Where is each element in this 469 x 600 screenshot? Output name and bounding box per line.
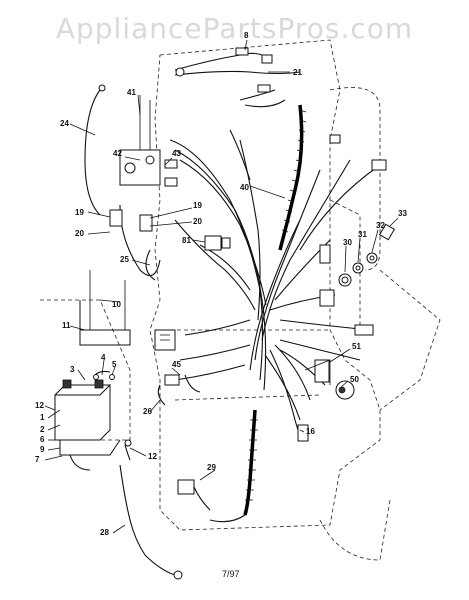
- callout-3: 3: [70, 365, 75, 374]
- callout-26: 26: [143, 407, 152, 416]
- callout-labels: 8 21 41 24 42 43 40 19 20 19 20 81 25 33…: [35, 31, 407, 537]
- callout-20-left: 20: [75, 229, 84, 238]
- callout-8: 8: [244, 31, 249, 40]
- callout-25: 25: [120, 255, 129, 264]
- callout-50: 50: [350, 375, 359, 384]
- callout-33: 33: [398, 209, 407, 218]
- callout-4: 4: [101, 353, 106, 362]
- callout-45: 45: [172, 360, 181, 369]
- connector-8: [174, 47, 301, 77]
- callout-51: 51: [352, 342, 361, 351]
- callout-12-left: 12: [35, 401, 44, 410]
- leader-lines: [44, 39, 399, 534]
- callout-81: 81: [182, 236, 191, 245]
- callout-11: 11: [62, 321, 71, 330]
- callout-16: 16: [306, 427, 315, 436]
- main-wire-bundle: [169, 129, 381, 431]
- date-code: 7/97: [222, 569, 240, 579]
- battery-assembly: [54, 270, 183, 580]
- callout-6: 6: [40, 435, 45, 444]
- callout-7: 7: [35, 455, 40, 464]
- callout-30: 30: [343, 238, 352, 247]
- lower-harness: [157, 374, 309, 523]
- callout-9: 9: [40, 445, 45, 454]
- callout-12-right: 12: [148, 452, 157, 461]
- callout-20-right: 20: [193, 217, 202, 226]
- callout-2: 2: [40, 425, 45, 434]
- callout-32: 32: [376, 221, 385, 230]
- callout-10: 10: [112, 300, 121, 309]
- connector-21: [239, 84, 286, 108]
- callout-43: 43: [172, 149, 181, 158]
- left-components: [84, 84, 231, 281]
- callout-31: 31: [358, 230, 367, 239]
- callout-40: 40: [240, 183, 249, 192]
- frame-outline: [40, 39, 441, 561]
- coiled-harness-40: [278, 104, 307, 251]
- callout-21: 21: [293, 68, 302, 77]
- callout-24: 24: [60, 119, 69, 128]
- callout-28: 28: [100, 528, 109, 537]
- callout-5: 5: [112, 360, 117, 369]
- callout-1: 1: [40, 413, 45, 422]
- callout-41: 41: [127, 88, 136, 97]
- callout-29: 29: [207, 463, 216, 472]
- callout-19-left: 19: [75, 208, 84, 217]
- callout-19-right: 19: [193, 201, 202, 210]
- callout-42: 42: [113, 149, 122, 158]
- right-components: [304, 134, 396, 400]
